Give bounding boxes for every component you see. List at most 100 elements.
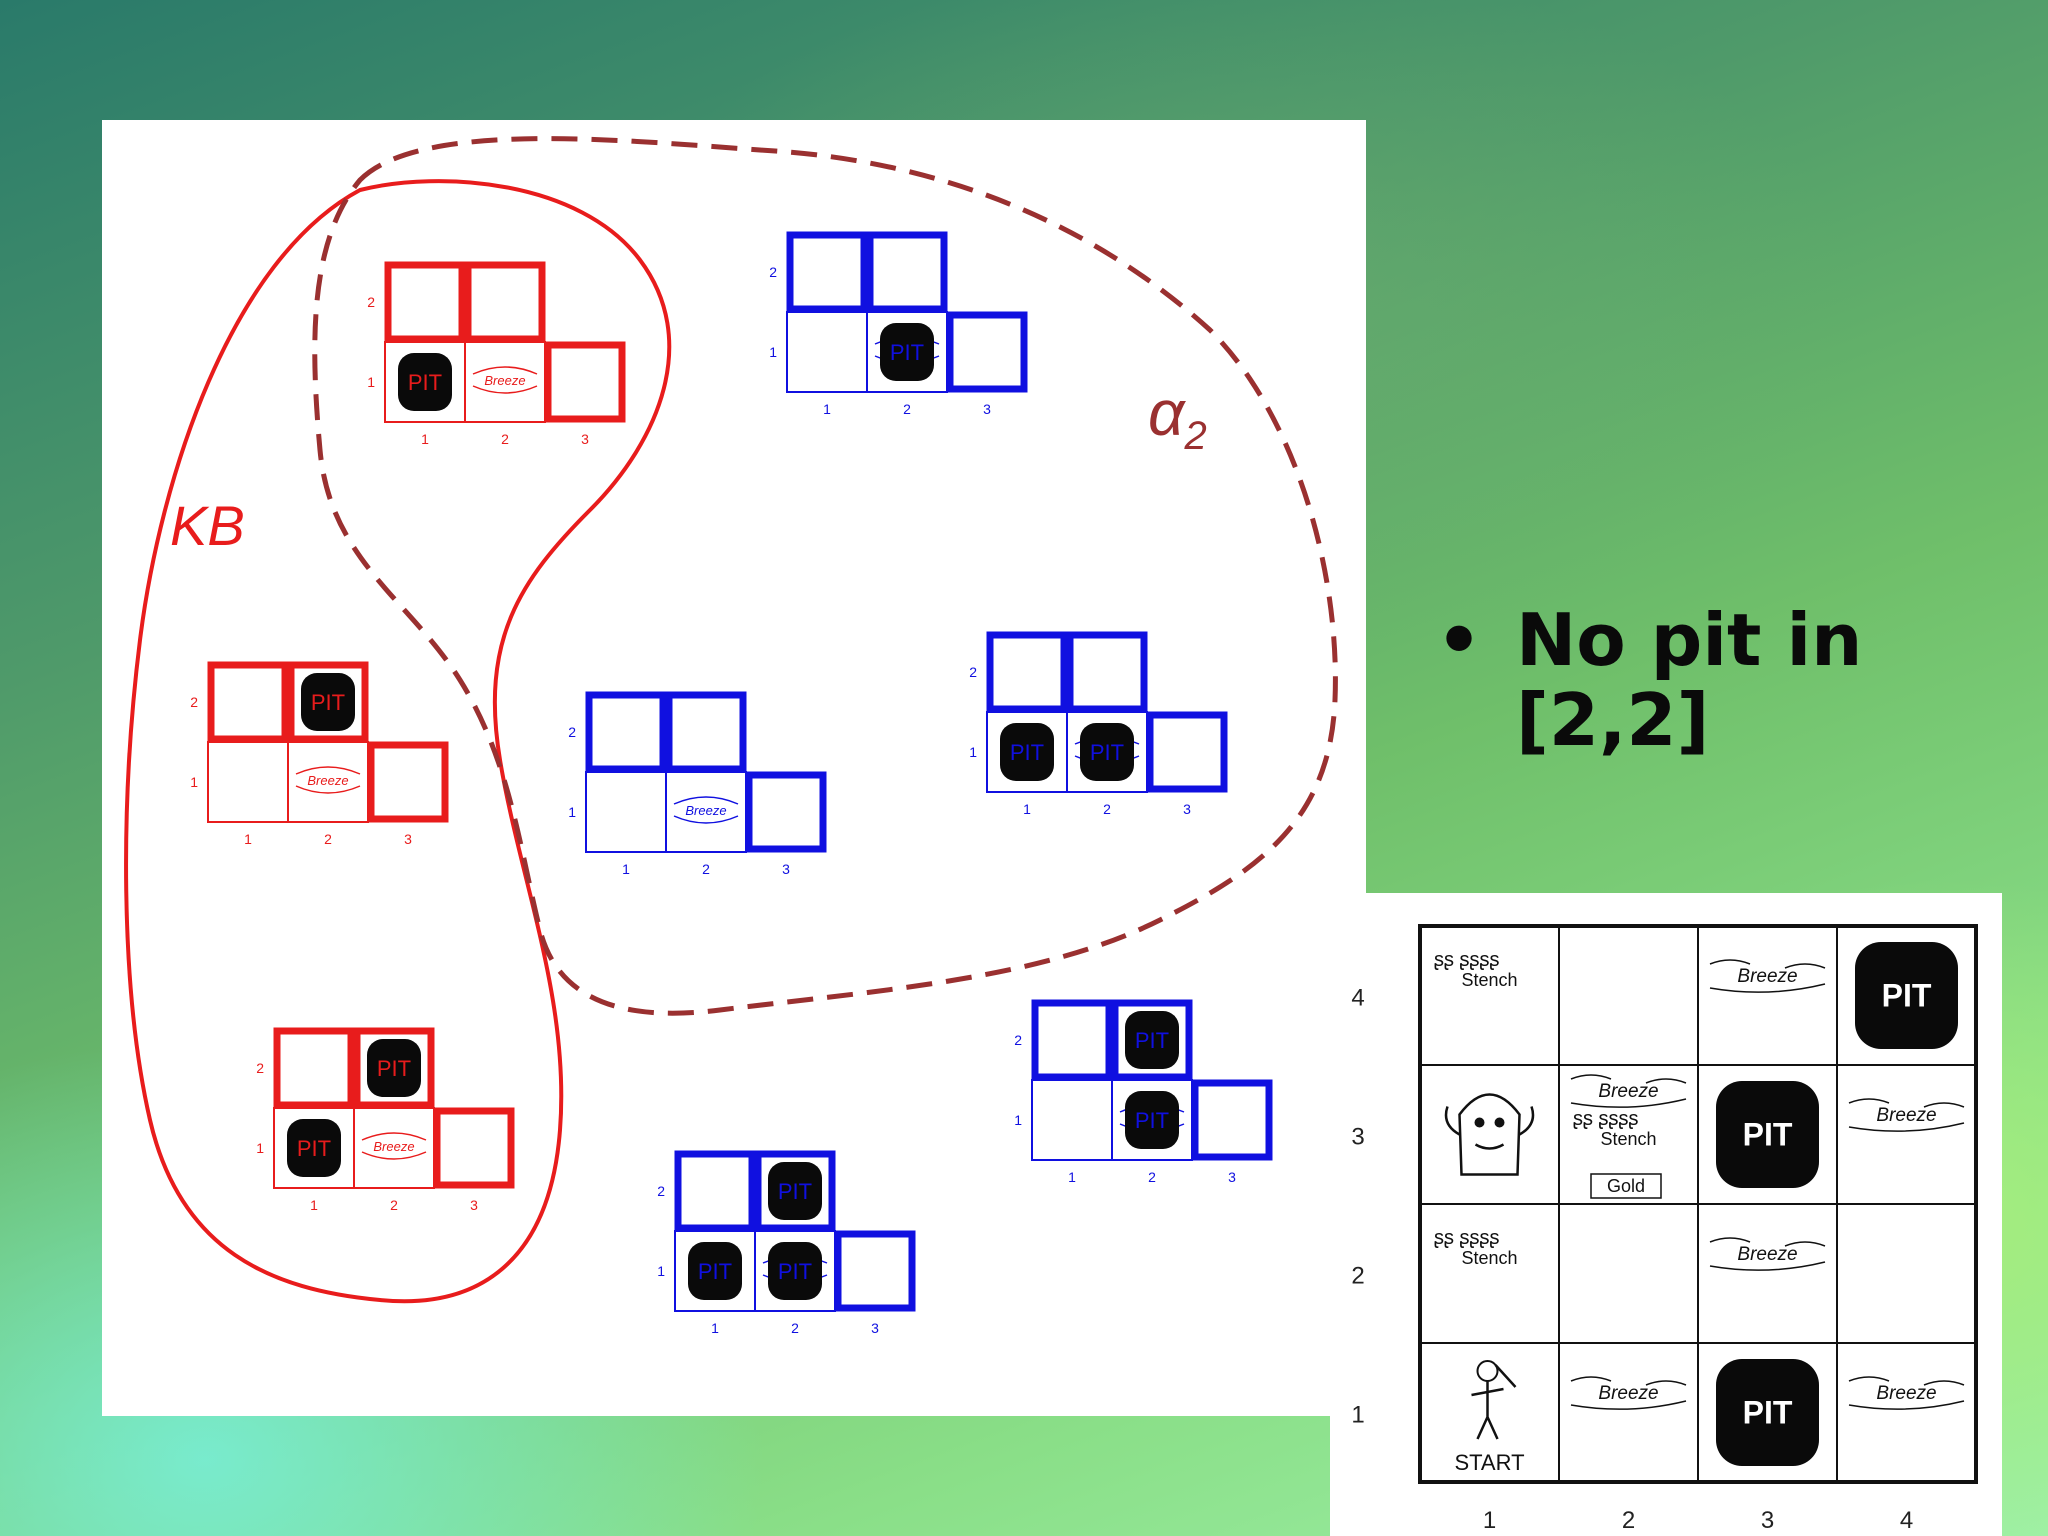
- breeze-label: Breeze: [307, 773, 348, 788]
- wumpus-cell-3-4: Breeze: [1709, 959, 1826, 993]
- pit-label: PIT: [778, 1259, 812, 1284]
- pit-label: PIT: [698, 1259, 732, 1284]
- model-frontier-cell: [273, 1027, 355, 1109]
- model-cell: [207, 741, 289, 823]
- col-label: 1: [310, 1197, 318, 1213]
- pit-label: PIT: [1882, 978, 1932, 1014]
- model-frontier-cell: [1191, 1079, 1273, 1161]
- pit-icon: [688, 1242, 742, 1300]
- breeze-label: Breeze: [1876, 1383, 1936, 1404]
- col-label: 1: [244, 831, 252, 847]
- breeze-squiggle: [1709, 959, 1826, 993]
- wumpus-col-label: 1: [1483, 1507, 1496, 1534]
- col-label: 3: [983, 401, 991, 417]
- pit-label: PIT: [311, 690, 345, 715]
- breeze-squiggle: [1570, 1376, 1687, 1410]
- model-frontier-cell: [674, 1150, 756, 1232]
- pit-icon: [1125, 1091, 1179, 1149]
- wumpus-eye: [1494, 1117, 1505, 1128]
- wumpus-col-label: 3: [1761, 1507, 1774, 1534]
- wumpus-cell-2-1: Breeze: [1570, 1376, 1687, 1410]
- breeze-label: Breeze: [1737, 966, 1797, 987]
- row-label: 1: [969, 744, 977, 760]
- row-label: 2: [256, 1060, 264, 1076]
- model-frontier-cell: [1111, 999, 1193, 1081]
- stench-wisps: ʂʂ ʂʂʂʂ: [1434, 1227, 1500, 1249]
- pit-icon: [301, 673, 355, 731]
- col-label: 2: [1103, 801, 1111, 817]
- pit-label: PIT: [1743, 1395, 1793, 1431]
- pit-label: PIT: [1135, 1108, 1169, 1133]
- pit-label: PIT: [1743, 1117, 1793, 1153]
- row-label: 2: [367, 294, 375, 310]
- wumpus-eye: [1474, 1117, 1485, 1128]
- model-frontier-cell: [1031, 999, 1113, 1081]
- model-frontier-cell: [1066, 631, 1148, 713]
- pit-icon: [1716, 1081, 1819, 1188]
- row-label: 2: [190, 694, 198, 710]
- col-label: 3: [782, 861, 790, 877]
- pit-icon: [768, 1162, 822, 1220]
- col-label: 3: [581, 431, 589, 447]
- breeze-label: Breeze: [1598, 1383, 1658, 1404]
- row-label: 1: [1014, 1112, 1022, 1128]
- stench-wisps: ʂʂ ʂʂʂʂ: [1434, 949, 1500, 971]
- row-label: 1: [256, 1140, 264, 1156]
- pit-icon: [1125, 1011, 1179, 1069]
- breeze-label: Breeze: [1598, 1081, 1658, 1102]
- col-label: 2: [903, 401, 911, 417]
- pit-icon: [880, 323, 934, 381]
- col-label: 2: [1148, 1169, 1156, 1185]
- bullet-text: No pit in [2,2]: [1516, 598, 1863, 762]
- gold-label: Gold: [1607, 1176, 1645, 1196]
- pit-label: PIT: [1090, 740, 1124, 765]
- start-label: START: [1454, 1450, 1524, 1475]
- row-label: 2: [657, 1183, 665, 1199]
- kb-outline: [124, 179, 672, 1304]
- breeze-squiggle: [361, 1132, 427, 1160]
- wumpus-cell-4-1: Breeze: [1848, 1376, 1965, 1410]
- col-label: 1: [1023, 801, 1031, 817]
- model-frontier-cell: [665, 691, 747, 773]
- col-label: 2: [791, 1320, 799, 1336]
- pit-icon: [398, 353, 452, 411]
- model-frontier-cell: [464, 261, 546, 343]
- col-label: 3: [470, 1197, 478, 1213]
- pit-label: PIT: [1010, 740, 1044, 765]
- model-frontier-cell: [754, 1150, 836, 1232]
- breeze-label: Breeze: [373, 1139, 414, 1154]
- col-label: 3: [1183, 801, 1191, 817]
- wumpus-cell-4-4: PIT: [1855, 942, 1958, 1049]
- model-cell: [786, 311, 868, 393]
- wumpus-icon: [1458, 1093, 1521, 1176]
- wumpus-cell-1-3: [1444, 1093, 1535, 1176]
- wumpus-cell-3-2: Breeze: [1709, 1237, 1826, 1271]
- model-frontier-cell: [1146, 711, 1228, 793]
- row-label: 1: [568, 804, 576, 820]
- row-label: 2: [769, 264, 777, 280]
- pit-icon: [367, 1039, 421, 1097]
- breeze-label: Breeze: [685, 803, 726, 818]
- pit-label: PIT: [377, 1056, 411, 1081]
- model-frontier-cell: [207, 661, 289, 743]
- row-label: 1: [367, 374, 375, 390]
- col-label: 1: [823, 401, 831, 417]
- model-frontier-cell: [384, 261, 466, 343]
- model-cell: [1031, 1079, 1113, 1161]
- breeze-label: Breeze: [1737, 1244, 1797, 1265]
- breeze-squiggle: [1570, 1074, 1687, 1108]
- wumpus-cell-1-1: START: [1454, 1360, 1525, 1475]
- model-frontier-cell: [433, 1107, 515, 1189]
- pit-label: PIT: [408, 370, 442, 395]
- pit-icon: [1855, 942, 1958, 1049]
- wumpus-col-label: 2: [1622, 1507, 1635, 1534]
- breeze-squiggle: [295, 766, 361, 794]
- col-label: 1: [1068, 1169, 1076, 1185]
- stench-label: Stench: [1461, 1248, 1517, 1268]
